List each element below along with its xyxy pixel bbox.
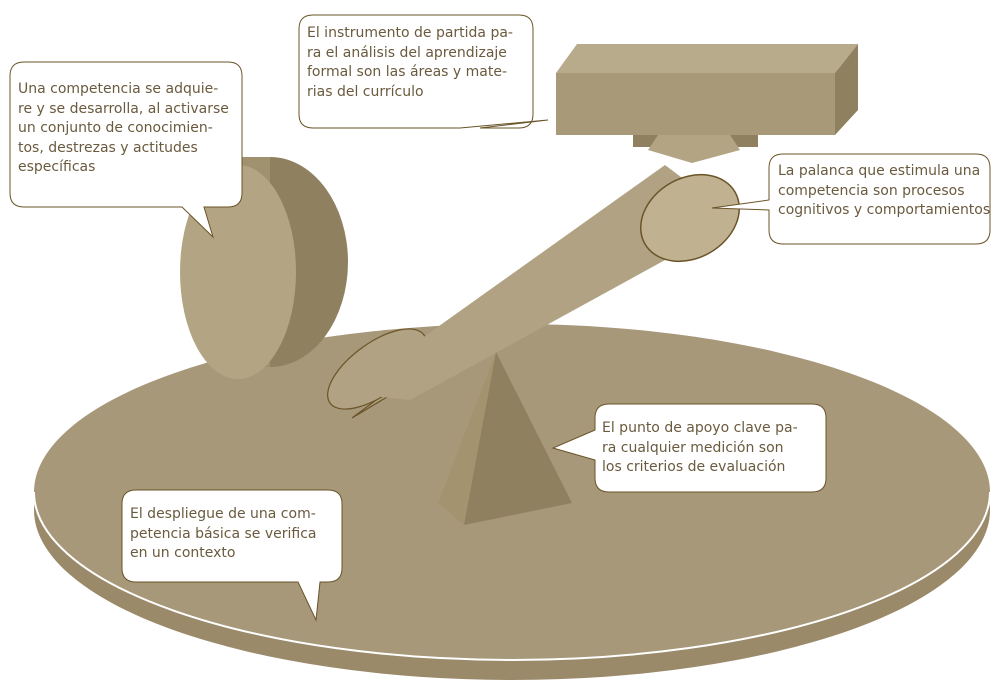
callout-line: un conjunto de conocimien- xyxy=(18,120,213,136)
callout-line: El despliegue de una com- xyxy=(130,506,316,522)
bubble-shape xyxy=(711,153,991,245)
lever-bar xyxy=(327,165,741,419)
bubble-shape xyxy=(551,403,827,493)
callout-apoyo xyxy=(551,403,827,493)
bubble-shape xyxy=(9,61,243,239)
base-platform-rim xyxy=(33,491,991,661)
top-block xyxy=(556,44,858,163)
callout-contexto xyxy=(121,489,343,622)
callout-competencia-text: Una competencia se adquie- re y se desar… xyxy=(18,80,229,178)
callout-line: El instrumento de partida pa- xyxy=(307,25,513,41)
callout-line: específicas xyxy=(18,159,96,175)
callout-instrumento-text: El instrumento de partida pa- ra el anál… xyxy=(307,24,513,102)
block-support xyxy=(648,135,740,163)
callout-line: re y se desarrolla, al activarse xyxy=(18,100,229,117)
callout-apoyo-text: El punto de apoyo clave pa- ra cualquier… xyxy=(602,419,798,478)
block-right-leg xyxy=(730,135,758,147)
callout-line: ra cualquier medición son xyxy=(602,439,784,456)
callout-palanca-text: La palanca que estimula una competencia … xyxy=(778,162,990,221)
callout-line: ra el análisis del aprendizaje xyxy=(307,44,507,61)
cylinder-shape xyxy=(180,157,348,379)
callout-instrumento xyxy=(298,14,549,129)
bubble-shape xyxy=(121,489,343,622)
lever-body-fill xyxy=(345,165,738,400)
pyramid-right-face xyxy=(464,352,572,525)
callout-line: tos, destrezas y actitudes xyxy=(18,139,198,156)
callout-palanca xyxy=(711,153,991,245)
callout-line: formal son las áreas y mate- xyxy=(307,64,508,80)
callout-contexto-text: El despliegue de una com- petencia básic… xyxy=(130,505,316,564)
callout-line: los criterios de evaluación xyxy=(602,459,786,475)
block-left-leg xyxy=(633,135,658,147)
bubble-shape xyxy=(298,14,549,129)
pyramid-left-face xyxy=(438,352,496,525)
callout-line: competencia son procesos xyxy=(778,182,965,199)
callout-line: La palanca que estimula una xyxy=(778,163,981,179)
callout-competencia xyxy=(9,61,243,239)
callout-line: petencia básica se verifica xyxy=(130,525,317,542)
block-top-face xyxy=(556,44,858,73)
callout-line: Una competencia se adquie- xyxy=(18,81,219,97)
block-side-face xyxy=(835,44,858,135)
fulcrum-pyramid xyxy=(438,352,572,525)
callout-line: cognitivos y comportamientos xyxy=(778,202,991,218)
lever-right-end xyxy=(639,173,741,263)
block-front-face xyxy=(556,73,835,135)
callout-line: El punto de apoyo clave pa- xyxy=(602,420,798,436)
cylinder-face xyxy=(180,165,296,379)
callout-line: rias del currículo xyxy=(307,83,424,100)
callout-line: en un contexto xyxy=(130,545,236,561)
